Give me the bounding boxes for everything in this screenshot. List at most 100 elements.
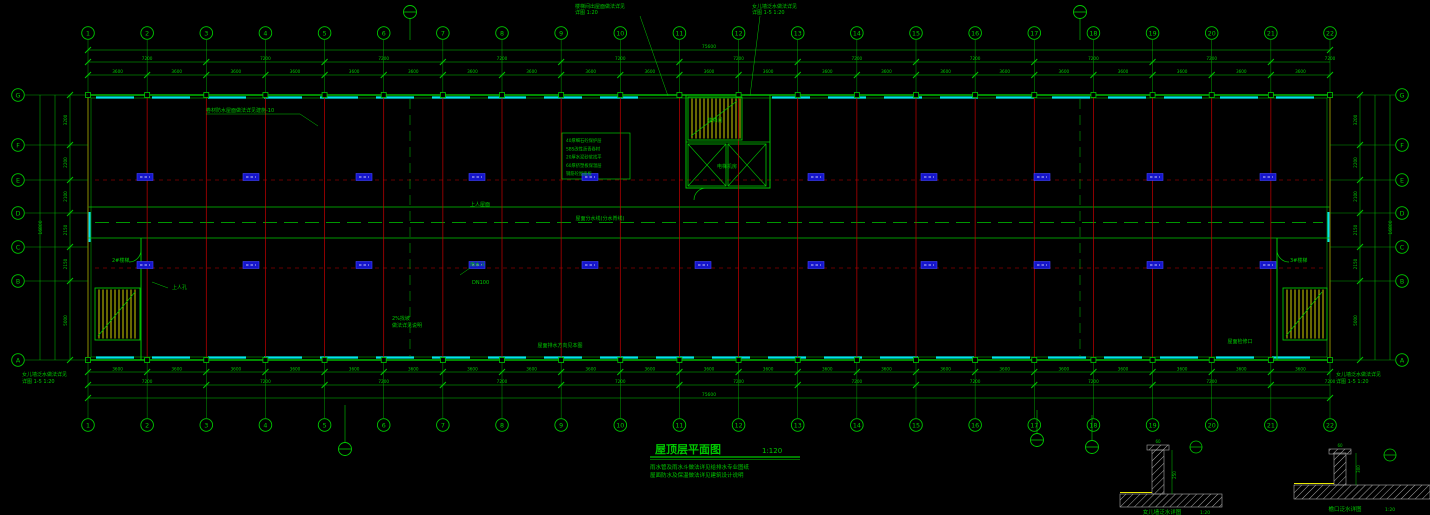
column-marker xyxy=(676,92,683,98)
grid-bubble-left-label: G xyxy=(16,92,21,99)
dim-tick xyxy=(262,71,269,79)
detail-dim-text: 250 xyxy=(1172,471,1177,479)
dim-tick xyxy=(202,71,210,79)
dim-tick xyxy=(321,368,328,376)
grid-bubble-bottom-label: 8 xyxy=(500,422,504,429)
dim-text: 3600 xyxy=(290,69,301,74)
dim-text: 3600 xyxy=(1118,69,1129,74)
grid-bubble-bottom xyxy=(1086,418,1101,432)
dim-text: 3600 xyxy=(585,69,596,74)
grid-bubble-bottom-label: 10 xyxy=(616,422,624,429)
grid-bubble-top-label: 1 xyxy=(86,30,90,37)
dim-text: 2150 xyxy=(63,224,68,235)
building-outline xyxy=(87,94,1331,361)
grid-bubble-bottom-label: 21 xyxy=(1267,422,1275,429)
dim-tick xyxy=(1326,46,1334,54)
dim-tick xyxy=(853,368,861,376)
dim-tick xyxy=(1267,368,1275,376)
dim-text: 5000 xyxy=(63,315,68,326)
grid-bubble-top-label: 6 xyxy=(382,30,386,37)
column-marker xyxy=(321,357,328,363)
dim-tick xyxy=(66,356,74,364)
grid-bubble-top xyxy=(140,26,154,40)
dim-text: 2100 xyxy=(63,191,68,202)
column-marker xyxy=(380,357,387,363)
grid-bubble-right xyxy=(1395,240,1409,254)
grid-bubble-bottom xyxy=(199,418,214,432)
penthouse-outline xyxy=(685,94,771,189)
grid-bubble-top-label: 16 xyxy=(971,30,979,37)
dim-text: 2150 xyxy=(1353,258,1358,269)
dim-tick xyxy=(66,243,74,251)
grid-bubble-top xyxy=(376,26,391,40)
title-note-1: 雨水管及雨水斗做法详见给排水专业图纸 xyxy=(650,463,750,471)
grid-bubble-left-label: B xyxy=(16,278,20,285)
grid-bubble-top xyxy=(790,26,805,40)
annotation-text: 做法详见说明 xyxy=(392,322,422,329)
grid-bubble-bottom-label: 5 xyxy=(323,422,327,429)
dim-tick xyxy=(321,381,328,389)
dim-tick xyxy=(794,368,802,376)
grid-bubble-bottom xyxy=(1264,418,1278,432)
grid-bubble-bottom-label: 13 xyxy=(794,422,802,429)
stair-arrow xyxy=(690,100,738,137)
dim-tick xyxy=(262,368,269,376)
dim-tick xyxy=(66,277,74,285)
dim-tick xyxy=(1326,368,1334,376)
grid-bubble-right-label: A xyxy=(1400,357,1405,364)
grid-bubble-left xyxy=(11,206,25,220)
grid-bubble-bottom xyxy=(790,418,805,432)
dim-tick xyxy=(1267,71,1275,79)
dim-text: 3600 xyxy=(526,367,537,372)
grid-bubble-top xyxy=(850,26,864,40)
grid-bubble-top xyxy=(613,26,628,40)
annotation-text: 详图 1:20 xyxy=(575,9,598,16)
dim-tick xyxy=(557,71,565,79)
annotation-leader xyxy=(639,15,669,97)
stair-arrow xyxy=(97,291,136,337)
annotation-text: DN100 xyxy=(472,280,489,286)
dim-tick xyxy=(1149,381,1156,389)
dim-text: 3200 xyxy=(63,114,68,125)
annotation-text: 屋面排水方向见本图 xyxy=(537,342,582,349)
annotation-text: 楼梯间 xyxy=(707,117,722,124)
legend-row: 60厚挤塑板保温层 xyxy=(566,162,602,169)
annotation-text: 3#楼梯 xyxy=(1290,257,1307,264)
column-marker xyxy=(1267,92,1274,98)
dim-tick xyxy=(1090,71,1097,79)
grid-bubble-top xyxy=(1086,26,1101,40)
grid-bubble-top xyxy=(1264,26,1278,40)
grid-bubble-right xyxy=(1395,353,1409,367)
grid-bubble-top-label: 2 xyxy=(145,30,149,37)
grid-bubble-top-label: 8 xyxy=(500,30,504,37)
grid-bubble-top-label: 12 xyxy=(735,30,743,37)
dim-text: 3200 xyxy=(1353,114,1358,125)
dim-text: 3600 xyxy=(467,367,478,372)
dim-tick xyxy=(84,71,92,79)
dim-tick xyxy=(853,71,861,79)
annotation-text: 屋面检修口 xyxy=(1227,338,1252,345)
dim-tick xyxy=(143,71,151,79)
grid-bubble-bottom-label: 7 xyxy=(441,422,445,429)
dim-tick xyxy=(971,368,979,376)
legend-row: 钢筋砼屋面板 xyxy=(566,170,592,177)
detail-dim-text: 60 xyxy=(1155,439,1161,444)
annotation-text: 详图 1-5 1:20 xyxy=(22,378,55,385)
grid-bubble-top-label: 18 xyxy=(1089,30,1097,37)
grid-bubble-top xyxy=(968,26,982,40)
grid-bubble-top-label: 5 xyxy=(323,30,327,37)
grid-bubble-right-label: E xyxy=(1400,177,1404,184)
dim-text: 3600 xyxy=(763,367,774,372)
annotation-leader xyxy=(299,113,319,127)
grid-bubble-bottom xyxy=(850,418,864,432)
grid-bubble-bottom xyxy=(376,418,391,432)
grid-bubble-right-label: C xyxy=(1400,244,1405,251)
dim-tick xyxy=(439,71,447,79)
annotation-leader xyxy=(151,281,169,289)
dim-tick xyxy=(380,368,388,376)
annotation-text: 上人孔 xyxy=(172,284,187,291)
dim-tick xyxy=(676,71,683,79)
dim-tick xyxy=(1030,58,1038,66)
column-marker xyxy=(1031,92,1038,98)
